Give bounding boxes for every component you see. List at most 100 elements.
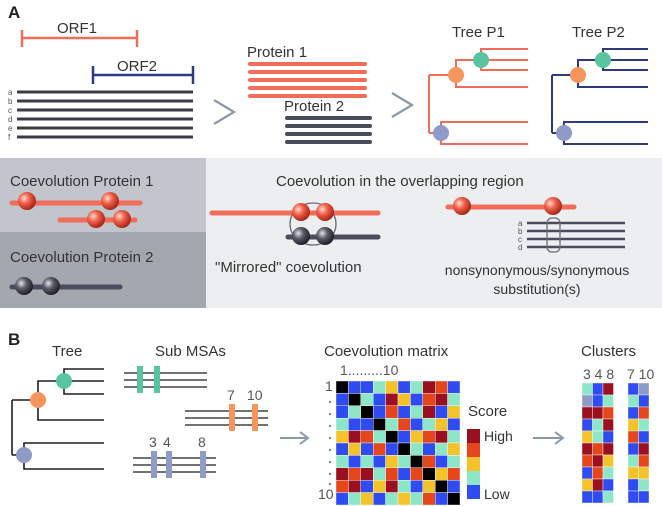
matrix-cell: [410, 380, 423, 394]
matrix-cell: [360, 393, 374, 406]
matrix-cell: [335, 430, 349, 444]
matrix-cell: [410, 492, 423, 506]
matrix-cell: [435, 442, 448, 456]
matrix-cell: [360, 480, 374, 493]
tree-p2-label: Tree P2: [572, 24, 625, 41]
cluster-cell: [602, 442, 614, 456]
clusters-title: Clusters: [581, 343, 636, 360]
protein2-alignment: [285, 116, 372, 144]
mini-letter: a: [518, 219, 523, 228]
matrix-cell: [422, 492, 436, 506]
cluster-cell: [638, 442, 650, 456]
matrix-cell: [410, 455, 423, 468]
cluster-cell: [638, 394, 650, 408]
matrix-cell: [373, 405, 386, 419]
matrix-cell: [447, 467, 461, 481]
matrix-cell: [397, 442, 411, 456]
tree-node-green: [595, 52, 611, 68]
coevolution-matrix: [335, 380, 461, 506]
matrix-cell: [348, 480, 361, 493]
mini-letter: c: [518, 235, 522, 244]
matrix-cell: [335, 480, 349, 493]
cluster-cell: [602, 418, 614, 432]
cluster-cell: [627, 382, 639, 396]
cluster-cell: [602, 490, 614, 504]
coevo-protein1-example: [9, 192, 143, 228]
matrix-axis-left-bottom: 10: [318, 486, 334, 502]
matrix-cell: [360, 467, 374, 481]
protein1-alignment: [248, 62, 367, 98]
matrix-cell: [348, 442, 361, 456]
cluster-cell: [638, 406, 650, 420]
protein1-label: Protein 1: [247, 44, 307, 61]
arrow-icon: [533, 431, 565, 445]
matrix-cell: [385, 418, 399, 431]
tree-node-orange: [30, 392, 46, 408]
cluster-cell: [627, 418, 639, 432]
coevo-protein2-example: [9, 277, 123, 295]
seq-letter: c: [8, 106, 12, 115]
matrix-cell: [397, 405, 411, 419]
matrix-axis-top: 1.........10: [340, 362, 399, 378]
matrix-cell: [435, 467, 448, 481]
matrix-cell: [397, 467, 411, 481]
cluster-cell: [581, 406, 593, 420]
matrix-cell: [447, 442, 461, 456]
matrix-cell: [373, 442, 386, 456]
matrix-cell: [348, 418, 361, 431]
msa-col-label: 3: [149, 434, 157, 450]
matrix-cell: [397, 380, 411, 394]
seq-letter: e: [8, 124, 13, 133]
score-high: High: [484, 428, 513, 444]
matrix-cell: [447, 380, 461, 394]
tree-label: Tree: [52, 343, 82, 360]
matrix-cell: [435, 455, 448, 468]
tree-node-orange: [570, 67, 586, 83]
mini-letter: d: [518, 243, 522, 252]
cluster-cell: [592, 382, 604, 396]
cluster-cell: [627, 442, 639, 456]
matrix-cell: [335, 393, 349, 406]
msa-col-label: 7: [227, 387, 235, 403]
matrix-cell: [435, 480, 448, 493]
matrix-cell: [410, 467, 423, 481]
matrix-cell: [422, 380, 436, 394]
arrow-icon: [280, 431, 310, 445]
matrix-cell: [360, 455, 374, 468]
matrix-cell: [348, 380, 361, 394]
coevo-protein2-title: Coevolution Protein 2: [10, 249, 153, 266]
matrix-cell: [447, 492, 461, 506]
cluster-cell: [592, 418, 604, 432]
cluster-cell: [592, 394, 604, 408]
substitution-label-line2: substitution(s): [493, 281, 580, 297]
orf2-marker: [91, 66, 195, 84]
cluster-cell: [592, 406, 604, 420]
matrix-cell: [385, 405, 399, 419]
matrix-cell: [360, 430, 374, 444]
cluster-cell: [602, 382, 614, 396]
cluster-cell: [581, 418, 593, 432]
sequence-letters: a b c d e f: [8, 88, 13, 142]
matrix-cell: [422, 430, 436, 444]
tree-node-lavender: [433, 125, 449, 141]
matrix-cell: [447, 418, 461, 431]
matrix-cell: [397, 455, 411, 468]
matrix-title: Coevolution matrix: [324, 343, 449, 360]
cluster-cell: [592, 478, 604, 492]
clusters-labels: 3 4 8: [583, 366, 614, 382]
matrix-cell: [447, 393, 461, 406]
clusters: [581, 382, 650, 504]
matrix-cell: [360, 380, 374, 394]
matrix-cell: [410, 480, 423, 493]
matrix-cell: [397, 480, 411, 493]
matrix-cell: [335, 380, 349, 394]
matrix-cell: [435, 430, 448, 444]
orf1-marker: [20, 30, 139, 47]
tree-p1-label: Tree P1: [452, 24, 505, 41]
matrix-cell: [335, 418, 349, 431]
cluster-cell: [602, 478, 614, 492]
matrix-cell: [422, 418, 436, 431]
cluster-cell: [602, 454, 614, 468]
score-legend: [467, 429, 480, 499]
matrix-cell: [348, 393, 361, 406]
